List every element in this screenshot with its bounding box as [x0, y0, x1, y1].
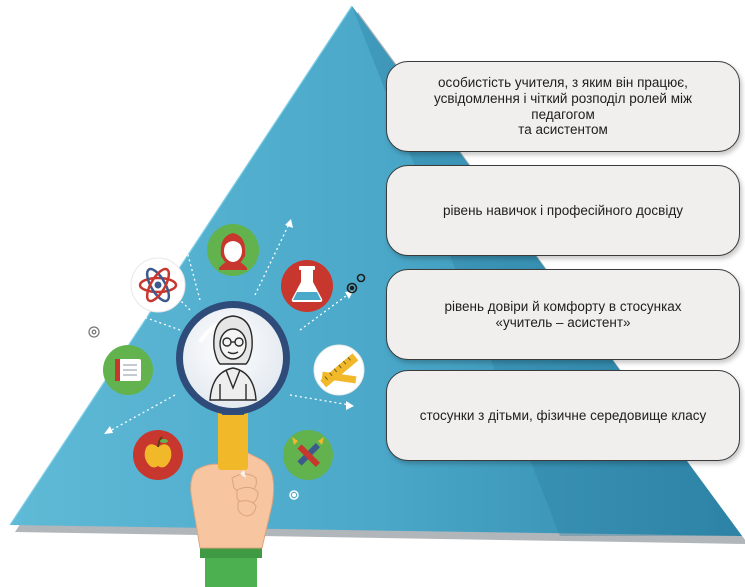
gear-icon-bottom — [289, 490, 299, 500]
gear-icon-small — [88, 326, 100, 338]
pyramid-level-3-text: рівень довіри й комфорту в стосунках «уч… — [444, 298, 682, 330]
pyramid-level-3: рівень довіри й комфорту в стосунках «уч… — [386, 269, 740, 360]
radiating-arrows — [104, 221, 351, 433]
hand-holding-magnifier — [190, 405, 275, 587]
pyramid-level-1: особистість учителя, з яким він працює, … — [386, 61, 740, 152]
pyramid-level-4: стосунки з дітьми, фізичне середовище кл… — [386, 370, 740, 461]
pyramid-level-4-text: стосунки з дітьми, фізичне середовище кл… — [419, 407, 707, 423]
pyramid-level-2-text: рівень навичок і професійного досвіду — [443, 202, 683, 218]
gear-icon — [346, 273, 366, 294]
apple-icon — [133, 430, 183, 480]
brush-icon — [283, 430, 333, 480]
flask-icon — [281, 260, 333, 312]
ruler-icon — [313, 344, 365, 396]
pyramid-level-1-text: особистість учителя, з яким він працює, … — [433, 75, 693, 138]
book-icon — [103, 345, 153, 395]
pyramid-level-2: рівень навичок і професійного досвіду — [386, 165, 740, 256]
person-icon — [207, 224, 259, 276]
teacher-icon — [209, 315, 257, 401]
atom-icon — [130, 257, 186, 313]
